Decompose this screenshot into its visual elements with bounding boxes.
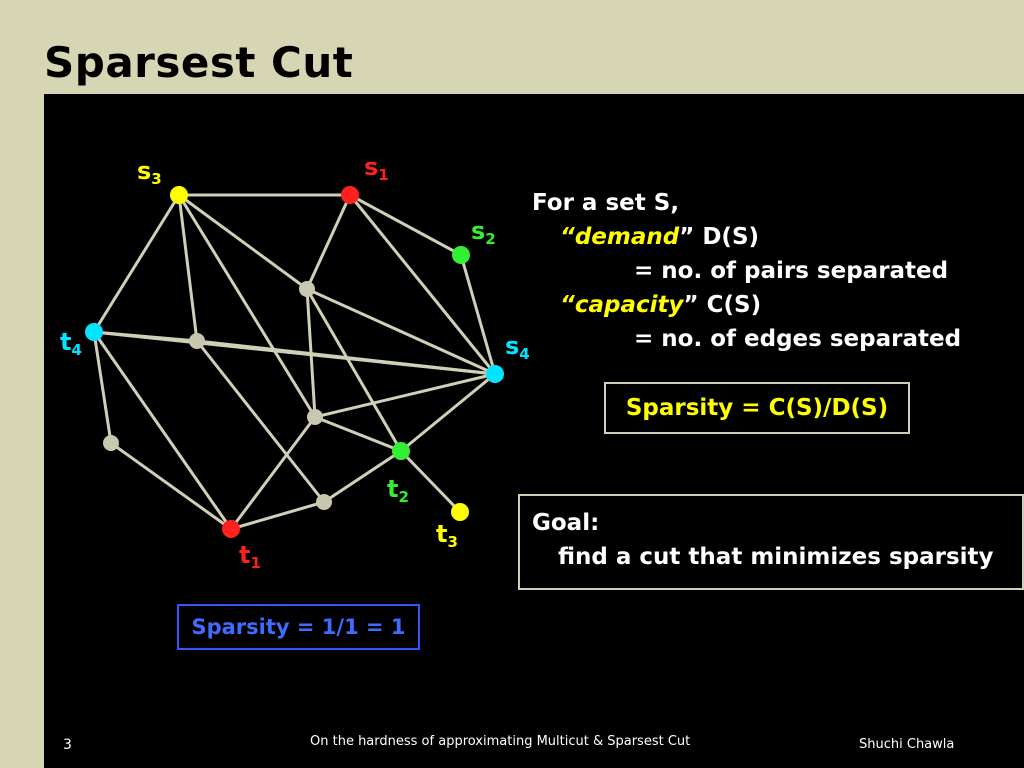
goal-heading: Goal: [532,510,600,536]
label-t1-sub: 1 [250,554,261,572]
demand-value: = no. of pairs separated [634,258,949,284]
node-t1 [222,520,240,538]
definition-capacity: “capacity” C(S) [560,292,761,318]
label-t2: t2 [387,477,409,505]
edge-t2-t3 [399,449,462,514]
graph-diagram [85,186,504,538]
label-t2-base: t [387,475,399,503]
edge-a-s4 [306,287,496,376]
node-c [307,409,323,425]
edge-s1-s2 [349,193,462,257]
label-t2-sub: 2 [398,488,409,506]
label-t4-sub: 4 [71,341,82,359]
edge-b-e [195,340,326,503]
label-s2-sub: 2 [485,230,496,248]
definition-line-set: For a set S, [532,190,680,216]
label-t3: t3 [436,522,458,550]
node-s4 [486,365,504,383]
edge-c-t1 [229,416,317,530]
label-s3-sub: 3 [151,170,162,188]
label-s4-sub: 4 [519,345,530,363]
label-s1-sub: 1 [378,166,389,184]
edge-c-s4 [314,372,496,419]
capacity-open-quote: “ [560,292,575,318]
edge-e-t1 [230,500,325,531]
label-t1: t1 [239,543,261,571]
node-a [299,281,315,297]
demand-word: demand [574,224,680,250]
edge-s1-s4 [348,194,497,375]
footer-author: Shuchi Chawla [859,737,955,752]
capacity-value: = no. of edges separated [634,326,962,352]
capacity-rest: ” C(S) [683,292,762,318]
edge-s1-a [305,194,352,290]
demand-rest: ” D(S) [679,224,760,250]
edge-s3-t4 [92,194,181,333]
label-s2-base: s [471,217,486,245]
demand-open-quote: “ [560,224,575,250]
label-s3: s3 [137,159,162,187]
example-sparsity-box: Sparsity = 1/1 = 1 [177,604,420,650]
edge-s3-a [178,193,308,291]
label-t4-base: t [60,328,72,356]
label-s4-base: s [505,332,520,360]
edge-t2-e [323,449,402,504]
edge-s2-s4 [459,254,497,375]
edge-d-t1 [110,441,232,531]
label-s1-base: s [364,153,379,181]
edge-t4-t1 [92,331,233,530]
sparsity-formula-box: Sparsity = C(S)/D(S) [604,382,910,434]
goal-box: Goal: find a cut that minimizes sparsity [518,494,1024,590]
node-s1 [341,186,359,204]
definition-demand: “demand” D(S) [560,224,759,250]
node-t4 [85,323,103,341]
capacity-word: capacity [574,292,684,318]
node-s3 [170,186,188,204]
label-t4: t4 [60,330,82,358]
edge-s3-c [177,194,317,418]
edge-s3-b [177,194,199,342]
goal-text: find a cut that minimizes sparsity [558,544,994,570]
label-s4: s4 [505,334,530,362]
node-e [316,494,332,510]
label-t3-sub: 3 [447,533,458,551]
edge-t4-d [92,331,113,444]
edge-t2-s4 [400,372,496,453]
node-t2 [392,442,410,460]
label-s2: s2 [471,219,496,247]
node-s2 [452,246,470,264]
page-number: 3 [63,737,72,753]
label-t1-base: t [239,541,251,569]
node-t3 [451,503,469,521]
edge-t4-s4 [93,330,496,376]
label-t3-base: t [436,520,448,548]
edge-c-t2 [314,415,402,453]
node-d [103,435,119,451]
edge-a-t2 [305,288,403,452]
node-b [189,333,205,349]
slide-title: Sparsest Cut [44,38,354,87]
label-s1: s1 [364,155,389,183]
footer-title: On the hardness of approximating Multicu… [310,734,691,749]
label-s3-base: s [137,157,152,185]
